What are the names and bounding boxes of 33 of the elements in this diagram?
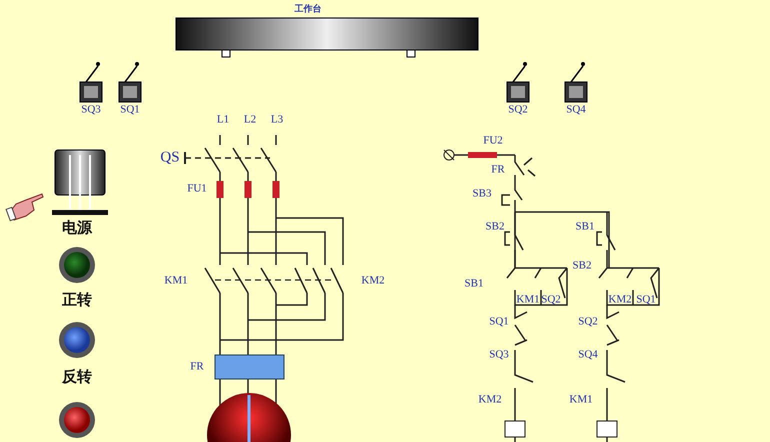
- component-label: KM1: [569, 394, 593, 406]
- component-label: L1: [216, 114, 230, 126]
- component-label: FU2: [483, 136, 503, 146]
- component-label: KM1: [164, 276, 188, 286]
- component-label: FR: [190, 362, 204, 372]
- component-label: SQ1: [120, 104, 140, 116]
- component-label: KM2: [478, 394, 502, 406]
- component-label: L3: [270, 114, 284, 126]
- component-label: SQ2: [541, 294, 561, 306]
- component-label: SQ4: [578, 350, 598, 360]
- component-label: SB1: [464, 278, 484, 290]
- worktable-label: 工作台: [294, 6, 322, 14]
- component-label: FU1: [187, 184, 207, 194]
- component-label: SQ2: [578, 316, 598, 328]
- component-label: SQ1: [636, 294, 656, 306]
- button-caption: 反转: [62, 370, 92, 384]
- component-label: SB3: [472, 188, 492, 200]
- component-label: KM2: [361, 276, 385, 286]
- component-label: KM1: [516, 294, 540, 306]
- component-label: SB2: [572, 260, 592, 272]
- component-label: SQ3: [81, 104, 101, 116]
- component-label: SQ1: [489, 316, 509, 328]
- component-label: KM2: [608, 294, 632, 306]
- component-label: L2: [244, 114, 256, 126]
- button-caption: 正转: [62, 292, 92, 308]
- component-label: FR: [491, 164, 505, 176]
- button-caption: 电源: [62, 220, 92, 236]
- component-label: QS: [160, 150, 180, 166]
- component-label: SQ4: [566, 104, 586, 116]
- component-label: SB2: [486, 222, 504, 232]
- component-label: SQ2: [508, 104, 528, 116]
- component-label: SB1: [576, 222, 594, 232]
- component-label: SQ3: [489, 350, 509, 360]
